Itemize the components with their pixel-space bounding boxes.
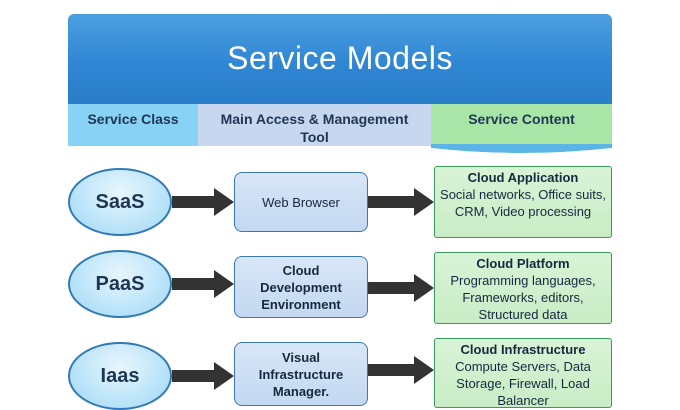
tool-label-iaas: Visual Infrastructure Manager. xyxy=(258,349,344,399)
tool-box-paas: Cloud Development Environment xyxy=(234,256,368,318)
content-box-saas: Cloud Application Social networks, Offic… xyxy=(434,166,612,238)
header-service-content: Service Content xyxy=(431,104,612,146)
tool-label-saas: Web Browser xyxy=(262,194,340,210)
header-tool-label: Main Access & Management Tool xyxy=(220,111,409,145)
content-title-saas: Cloud Application xyxy=(467,170,579,185)
arrow-iaas-to-content xyxy=(368,356,434,384)
oval-saas: SaaS xyxy=(68,168,172,236)
arrow-saas-to-content xyxy=(368,188,434,216)
arrow-paas-to-tool xyxy=(172,270,234,298)
tool-box-saas: Web Browser xyxy=(234,172,368,232)
header-wave-decoration xyxy=(431,144,612,156)
oval-iaas: Iaas xyxy=(68,342,172,410)
content-body-iaas: Compute Servers, Data Storage, Firewall,… xyxy=(455,359,591,408)
arrow-paas-to-content xyxy=(368,274,434,302)
content-box-paas: Cloud Platform Programming languages, Fr… xyxy=(434,252,612,324)
header-service-class: Service Class xyxy=(68,104,198,146)
header-tool: Main Access & Management Tool xyxy=(198,104,431,146)
service-label-paas: PaaS xyxy=(95,272,145,295)
tool-label-paas: Cloud Development Environment xyxy=(260,262,342,312)
content-box-iaas: Cloud Infrastructure Compute Servers, Da… xyxy=(434,338,612,408)
slide-title: Service Models xyxy=(227,39,453,76)
oval-paas: PaaS xyxy=(68,250,172,318)
service-label-saas: SaaS xyxy=(95,190,145,213)
tool-box-iaas: Visual Infrastructure Manager. xyxy=(234,342,368,406)
content-title-paas: Cloud Platform xyxy=(476,256,570,271)
arrow-iaas-to-tool xyxy=(172,362,234,390)
arrow-saas-to-tool xyxy=(172,188,234,216)
content-body-paas: Programming languages, Frameworks, edito… xyxy=(450,273,596,322)
content-body-saas: Social networks, Office suits, CRM, Vide… xyxy=(440,187,606,219)
service-label-iaas: Iaas xyxy=(100,364,140,387)
title-bar: Service Models xyxy=(68,14,612,104)
content-title-iaas: Cloud Infrastructure xyxy=(460,342,586,357)
